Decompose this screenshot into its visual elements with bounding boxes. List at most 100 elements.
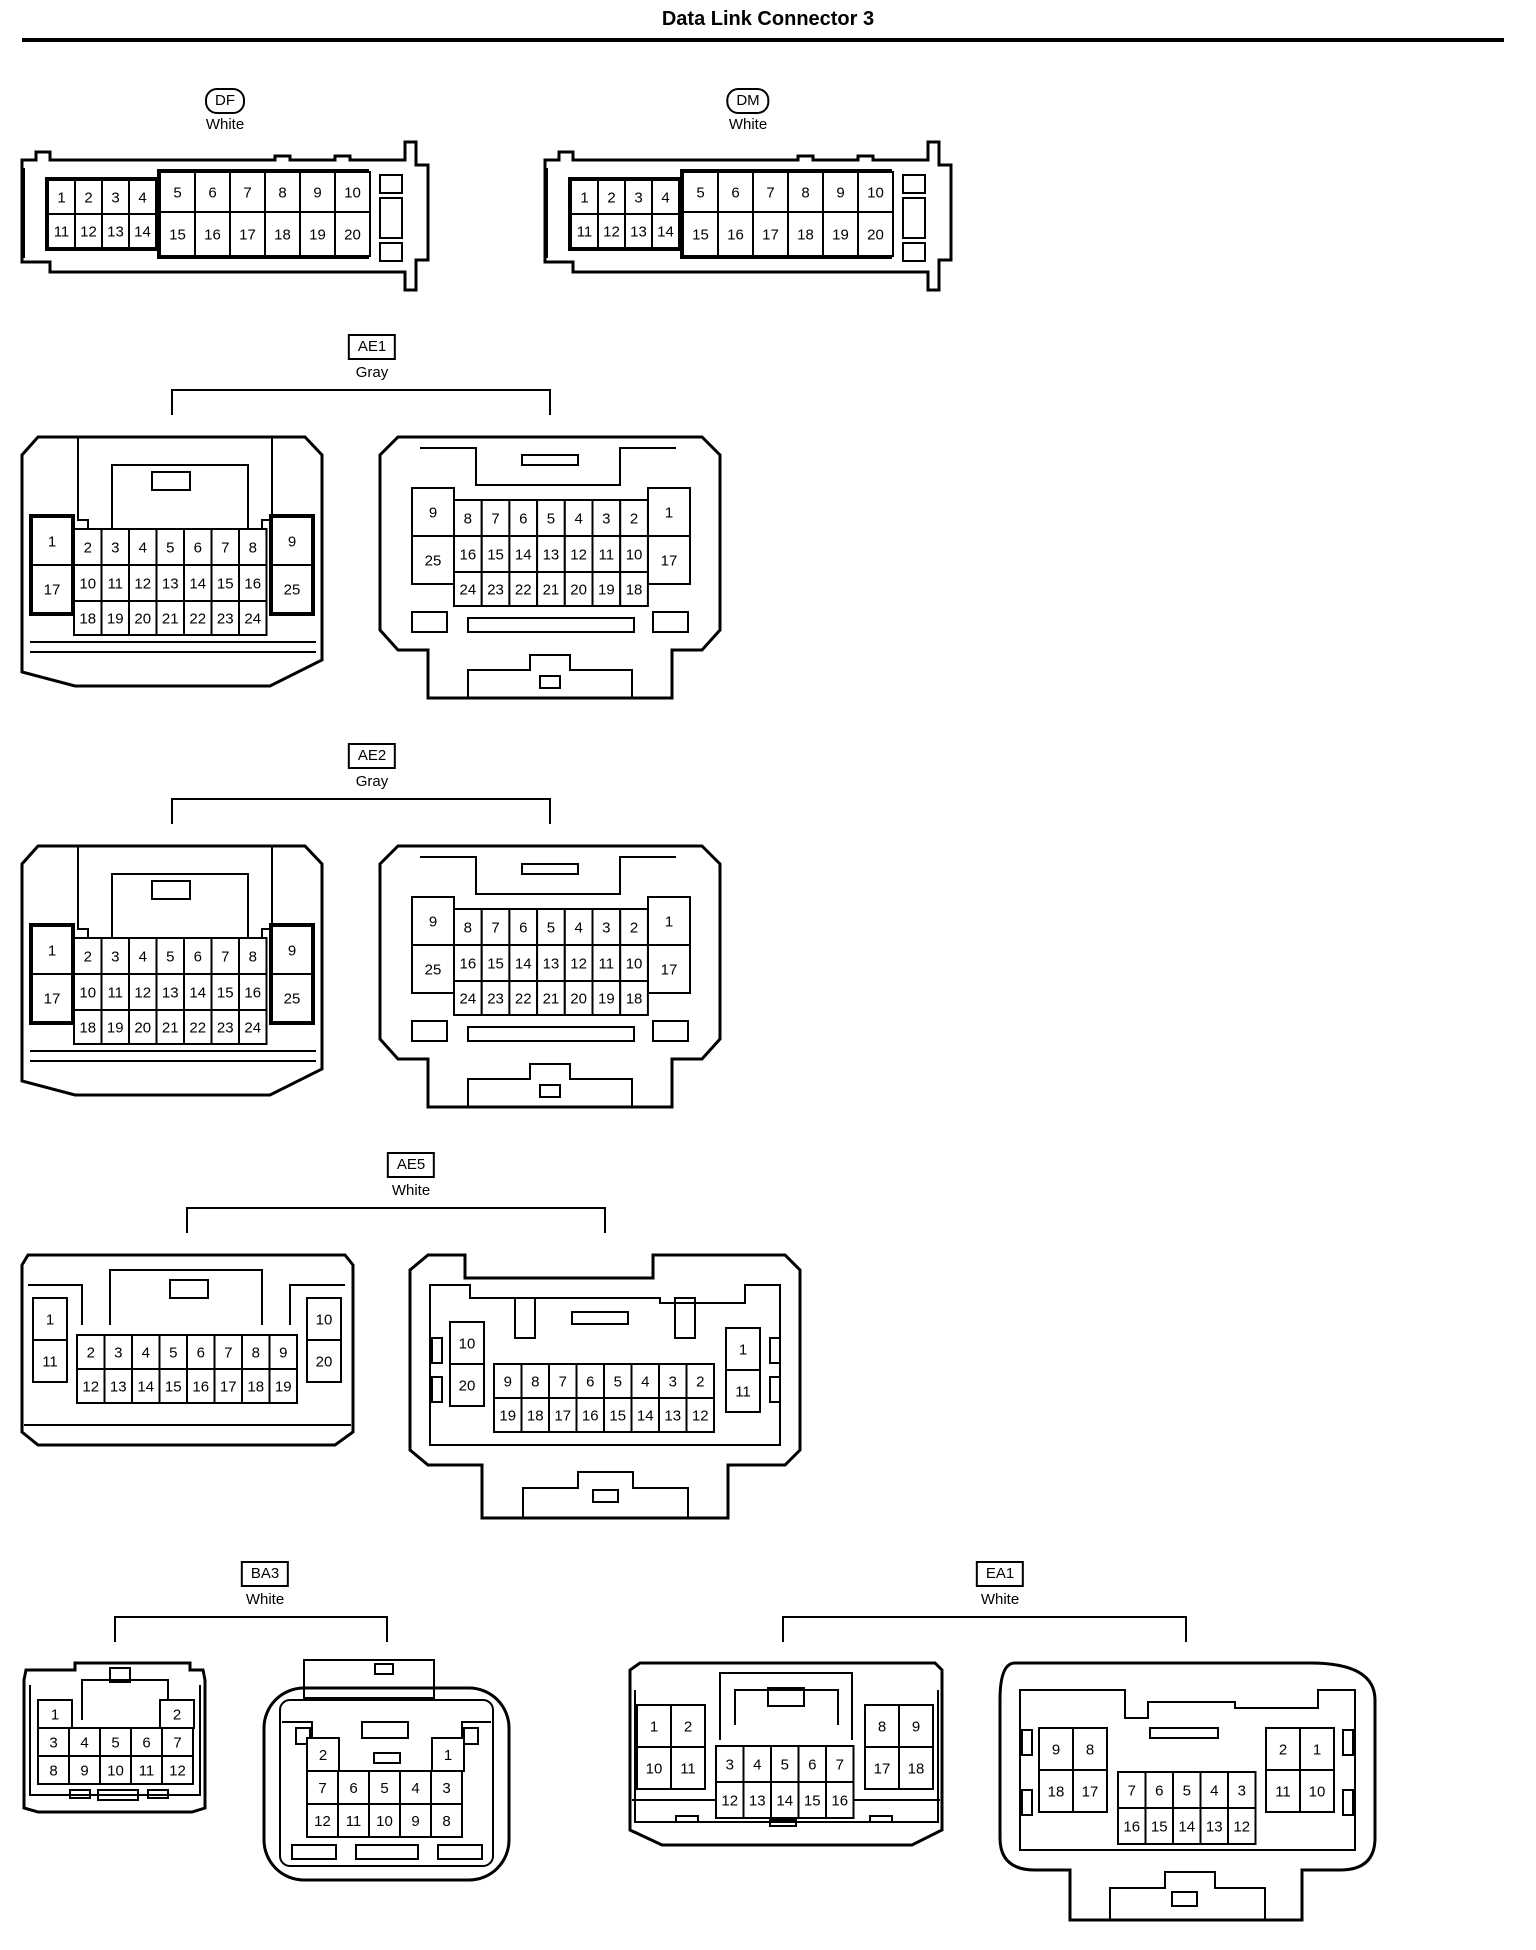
pin-cell (864, 1746, 900, 1790)
pin-number: 1 (665, 913, 673, 930)
pin-cell (31, 516, 73, 566)
pin-number: 19 (598, 581, 615, 598)
pin-number: 6 (197, 1344, 205, 1361)
pin-number: 5 (166, 948, 174, 965)
pin-cell (715, 1781, 745, 1819)
pin-number: 11 (599, 546, 615, 563)
pin-number: 10 (867, 184, 884, 201)
connector-ea1-female (998, 1661, 1377, 1922)
pin-cell (591, 944, 622, 982)
pin-number: 5 (547, 919, 555, 936)
pin-number: 4 (1210, 1782, 1218, 1799)
pin-number: 15 (217, 575, 234, 592)
pin-number: 20 (570, 990, 587, 1007)
pin-number: 9 (429, 913, 437, 930)
pin-number: 15 (692, 226, 709, 243)
pin-number: 25 (425, 552, 442, 569)
pin-cell (822, 171, 859, 213)
pin-cell (271, 925, 313, 975)
pin-number: 12 (603, 223, 620, 240)
pin-number: 12 (134, 575, 151, 592)
pin-number: 1 (48, 533, 56, 550)
pin-cell (647, 487, 691, 537)
pin-cell (563, 944, 594, 982)
pin-number: 10 (626, 955, 643, 972)
pin-number: 18 (527, 1407, 544, 1424)
pin-number: 8 (278, 184, 286, 201)
pin-number: 24 (244, 1019, 261, 1036)
pin-number: 12 (82, 1378, 99, 1395)
pin-number: 11 (599, 955, 615, 972)
page-title: Data Link Connector 3 (661, 8, 875, 30)
pin-cell (670, 1746, 706, 1790)
pin-cell (268, 1334, 298, 1370)
pin-number: 4 (142, 1344, 150, 1361)
pin-number: 18 (797, 226, 814, 243)
pin-number: 12 (570, 546, 587, 563)
pin-cell (591, 980, 622, 1016)
pin-cell (103, 1368, 133, 1404)
pin-cell (159, 211, 196, 257)
pin-number: 9 (288, 942, 296, 959)
pin-cell (430, 1770, 463, 1805)
pin-cell (100, 973, 130, 1011)
pin-cell (1072, 1769, 1108, 1813)
pin-number: 21 (543, 581, 560, 598)
pin-number: 5 (614, 1373, 622, 1390)
pin-number: 6 (349, 1780, 357, 1797)
pin-number: 12 (570, 955, 587, 972)
pin-cell (1299, 1769, 1335, 1813)
pin-number: 16 (204, 226, 221, 243)
pin-cell (155, 1009, 185, 1045)
pin-number: 22 (189, 610, 206, 627)
pin-number: 16 (244, 984, 261, 1001)
pin-number: 14 (776, 1792, 793, 1809)
pin-number: 6 (731, 184, 739, 201)
pin-cell (306, 1297, 342, 1341)
pin-number: 4 (80, 1734, 88, 1751)
pin-number: 4 (753, 1756, 761, 1773)
pin-cell (787, 211, 824, 257)
pin-cell (73, 600, 103, 636)
pin-cell (159, 1699, 195, 1729)
pin-number: 6 (208, 184, 216, 201)
pin-number: 18 (274, 226, 291, 243)
pin-number: 7 (559, 1373, 567, 1390)
pin-cell (536, 571, 566, 607)
pin-number: 16 (460, 955, 477, 972)
connector-ae1-female (378, 435, 722, 700)
pin-number: 17 (220, 1378, 237, 1395)
pin-number: 12 (721, 1792, 738, 1809)
pin-cell (128, 937, 158, 975)
pin-cell (1199, 1807, 1229, 1845)
pin-number: 1 (739, 1341, 747, 1358)
pin-cell (74, 213, 103, 249)
pin-number: 7 (491, 919, 499, 936)
pin-number: 9 (313, 184, 321, 201)
pin-number: 2 (684, 1718, 692, 1735)
pin-number: 5 (380, 1780, 388, 1797)
pin-number: 17 (874, 1760, 891, 1777)
pin-cell (1172, 1771, 1202, 1809)
pin-cell (99, 1727, 132, 1757)
connector-code: AE5 (386, 1152, 436, 1178)
pin-number: 2 (696, 1373, 704, 1390)
pin-number: 1 (1313, 1741, 1321, 1758)
pin-cell (449, 1321, 485, 1365)
pin-number: 16 (244, 575, 261, 592)
pin-number: 19 (107, 1019, 124, 1036)
pin-number: 19 (598, 990, 615, 1007)
pin-cell (647, 896, 691, 946)
pin-number: 14 (515, 955, 532, 972)
connector-color: White (391, 1182, 431, 1199)
pin-number: 16 (1123, 1818, 1140, 1835)
pin-cell (685, 1363, 715, 1399)
pin-number: 20 (134, 1019, 151, 1036)
pin-number: 13 (749, 1792, 766, 1809)
pin-number: 11 (577, 223, 593, 240)
pin-number: 4 (139, 539, 147, 556)
pin-number: 20 (459, 1377, 476, 1394)
pin-cell (210, 937, 240, 975)
pin-number: 6 (808, 1756, 816, 1773)
pin-cell (31, 564, 73, 614)
